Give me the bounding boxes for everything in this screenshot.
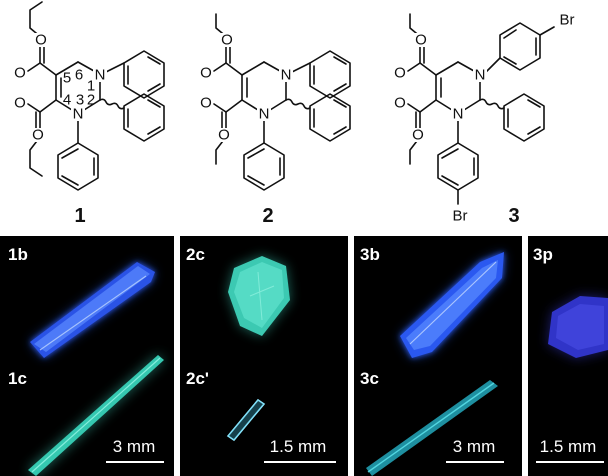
atom-o: O bbox=[35, 32, 47, 49]
photo-panel-1: 1b 1c 3 mm bbox=[0, 236, 174, 476]
atom-o: O bbox=[14, 65, 26, 82]
panel-label: 3b bbox=[360, 245, 380, 264]
panel-label: 3c bbox=[360, 369, 379, 388]
crystal-2c-prime bbox=[226, 398, 266, 442]
structure-compound-2: O O O O N N bbox=[199, 13, 351, 191]
panel-label: 1b bbox=[8, 245, 28, 264]
atom-o: O bbox=[415, 32, 427, 49]
panel-label: 2c' bbox=[186, 369, 209, 388]
photo-panel-3: 3b 3c 3 mm bbox=[354, 236, 522, 476]
panel-label: 2c bbox=[186, 245, 205, 264]
atom-n: N bbox=[475, 67, 486, 84]
atom-n: N bbox=[453, 106, 464, 123]
ring-number: 1 bbox=[87, 78, 95, 95]
atom-br: Br bbox=[453, 208, 468, 225]
scale-bar-label: 3 mm bbox=[453, 437, 496, 456]
photo-panel-2: 2c 2c' 1.5 mm bbox=[180, 236, 348, 476]
atom-o: O bbox=[32, 127, 44, 144]
ring-number: 2 bbox=[87, 92, 95, 109]
compound-label: 1 bbox=[74, 205, 85, 227]
atom-n: N bbox=[73, 106, 84, 123]
structure-compound-3: O O O O N N Br Br bbox=[393, 12, 575, 225]
atom-o: O bbox=[218, 127, 230, 144]
atom-n: N bbox=[259, 106, 270, 123]
scale-bar-label: 1.5 mm bbox=[270, 437, 327, 456]
atom-br: Br bbox=[560, 12, 575, 29]
atom-o: O bbox=[394, 95, 406, 112]
atom-o: O bbox=[221, 32, 233, 49]
photo-panel-4: 3p 1.5 mm bbox=[528, 236, 608, 476]
ring-number: 5 bbox=[63, 70, 71, 87]
panel-label: 3p bbox=[533, 245, 553, 264]
panel-label: 1c bbox=[8, 369, 27, 388]
scale-bar-label: 3 mm bbox=[113, 437, 156, 456]
compound-label: 2 bbox=[262, 205, 273, 227]
atom-o: O bbox=[14, 95, 26, 112]
atom-o: O bbox=[394, 65, 406, 82]
atom-o: O bbox=[200, 65, 212, 82]
atom-o: O bbox=[200, 95, 212, 112]
ring-number: 6 bbox=[75, 67, 83, 84]
compound-label: 3 bbox=[508, 205, 519, 227]
ring-number: 3 bbox=[76, 92, 84, 109]
atom-o: O bbox=[412, 127, 424, 144]
ring-number: 4 bbox=[63, 92, 71, 109]
atom-n: N bbox=[95, 67, 106, 84]
atom-n: N bbox=[281, 67, 292, 84]
scale-bar-label: 1.5 mm bbox=[540, 437, 597, 456]
structure-compound-1: O O O O N N 1 2 3 4 5 6 bbox=[13, 1, 165, 191]
